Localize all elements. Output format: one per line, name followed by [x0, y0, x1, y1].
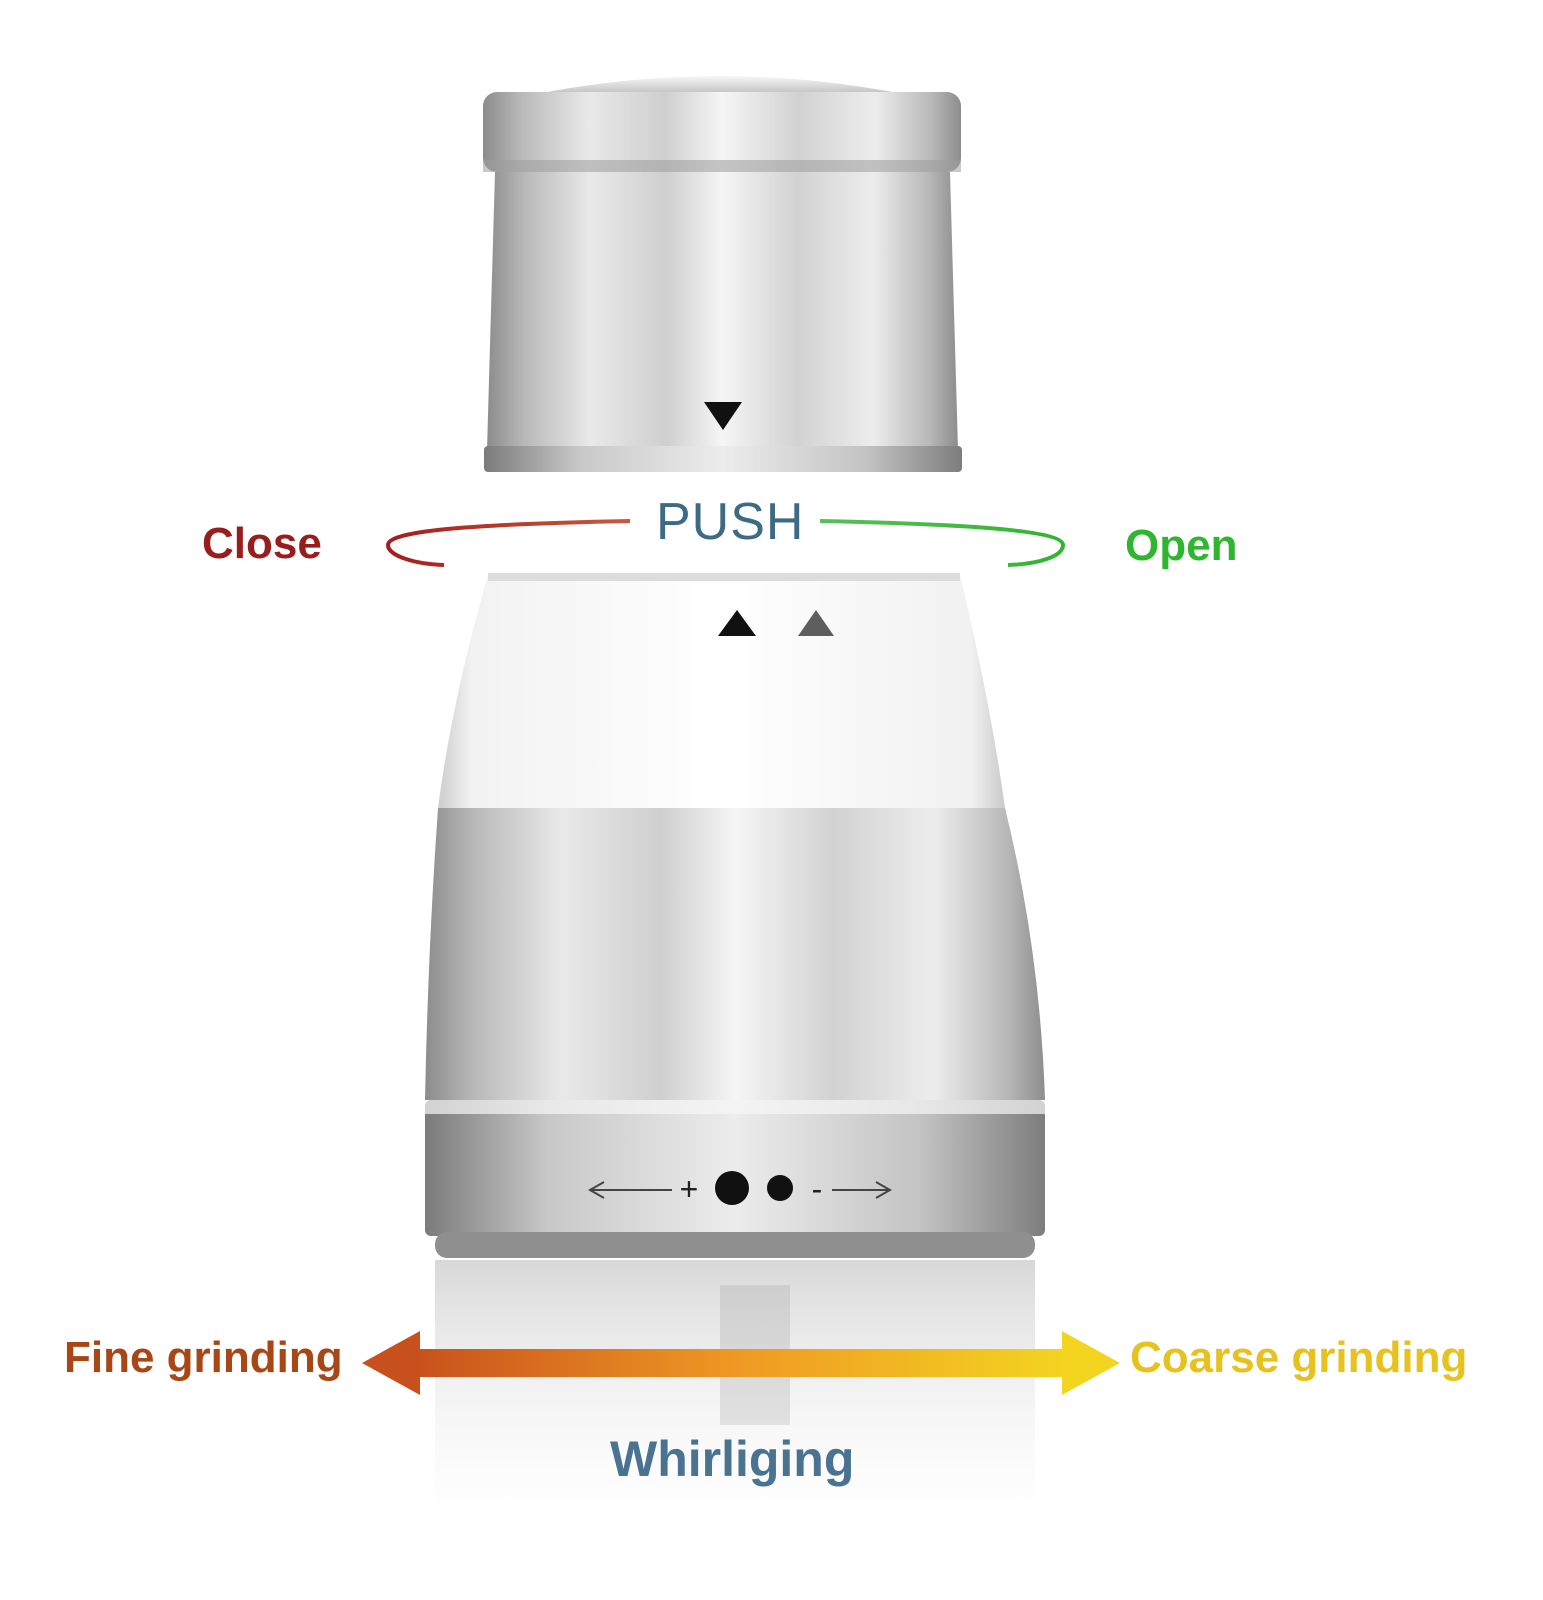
- grind-dial: + -: [587, 1171, 893, 1207]
- close-label: Close: [202, 519, 322, 568]
- minus-icon: -: [812, 1171, 823, 1207]
- grinder-body: [425, 573, 1045, 1258]
- triangle-up-icon: [718, 610, 756, 636]
- open-rotation-arc: [819, 519, 1066, 567]
- triangle-down-icon: [704, 402, 742, 430]
- plus-icon: +: [680, 1171, 699, 1207]
- grinder-reflection: [435, 1260, 1035, 1560]
- lid-body: [487, 172, 958, 450]
- base-band: [425, 1100, 1045, 1236]
- whirliging-label: Whirliging: [610, 1431, 855, 1487]
- lid-cap: [483, 92, 961, 172]
- arrow-shaft: [408, 1349, 1073, 1377]
- base-rim: [435, 1232, 1035, 1258]
- coarse-grinding-label: Coarse grinding: [1130, 1333, 1468, 1382]
- open-label: Open: [1125, 521, 1238, 570]
- grinder-lid: [483, 76, 962, 472]
- triangle-up-icon: [798, 610, 834, 636]
- lid-rim: [484, 446, 962, 472]
- dot-icon: [767, 1175, 793, 1201]
- metal-body: [425, 808, 1045, 1100]
- arrow-right-head: [1062, 1331, 1120, 1395]
- glass-section: [438, 575, 1005, 808]
- grinding-direction-arrow: [362, 1331, 1120, 1395]
- rotation-indicator: [385, 519, 1066, 567]
- push-label: PUSH: [650, 496, 811, 548]
- fine-grinding-label: Fine grinding: [64, 1333, 343, 1382]
- close-rotation-arc: [385, 519, 631, 567]
- arrow-left-head: [362, 1331, 420, 1395]
- dot-icon: [715, 1171, 749, 1205]
